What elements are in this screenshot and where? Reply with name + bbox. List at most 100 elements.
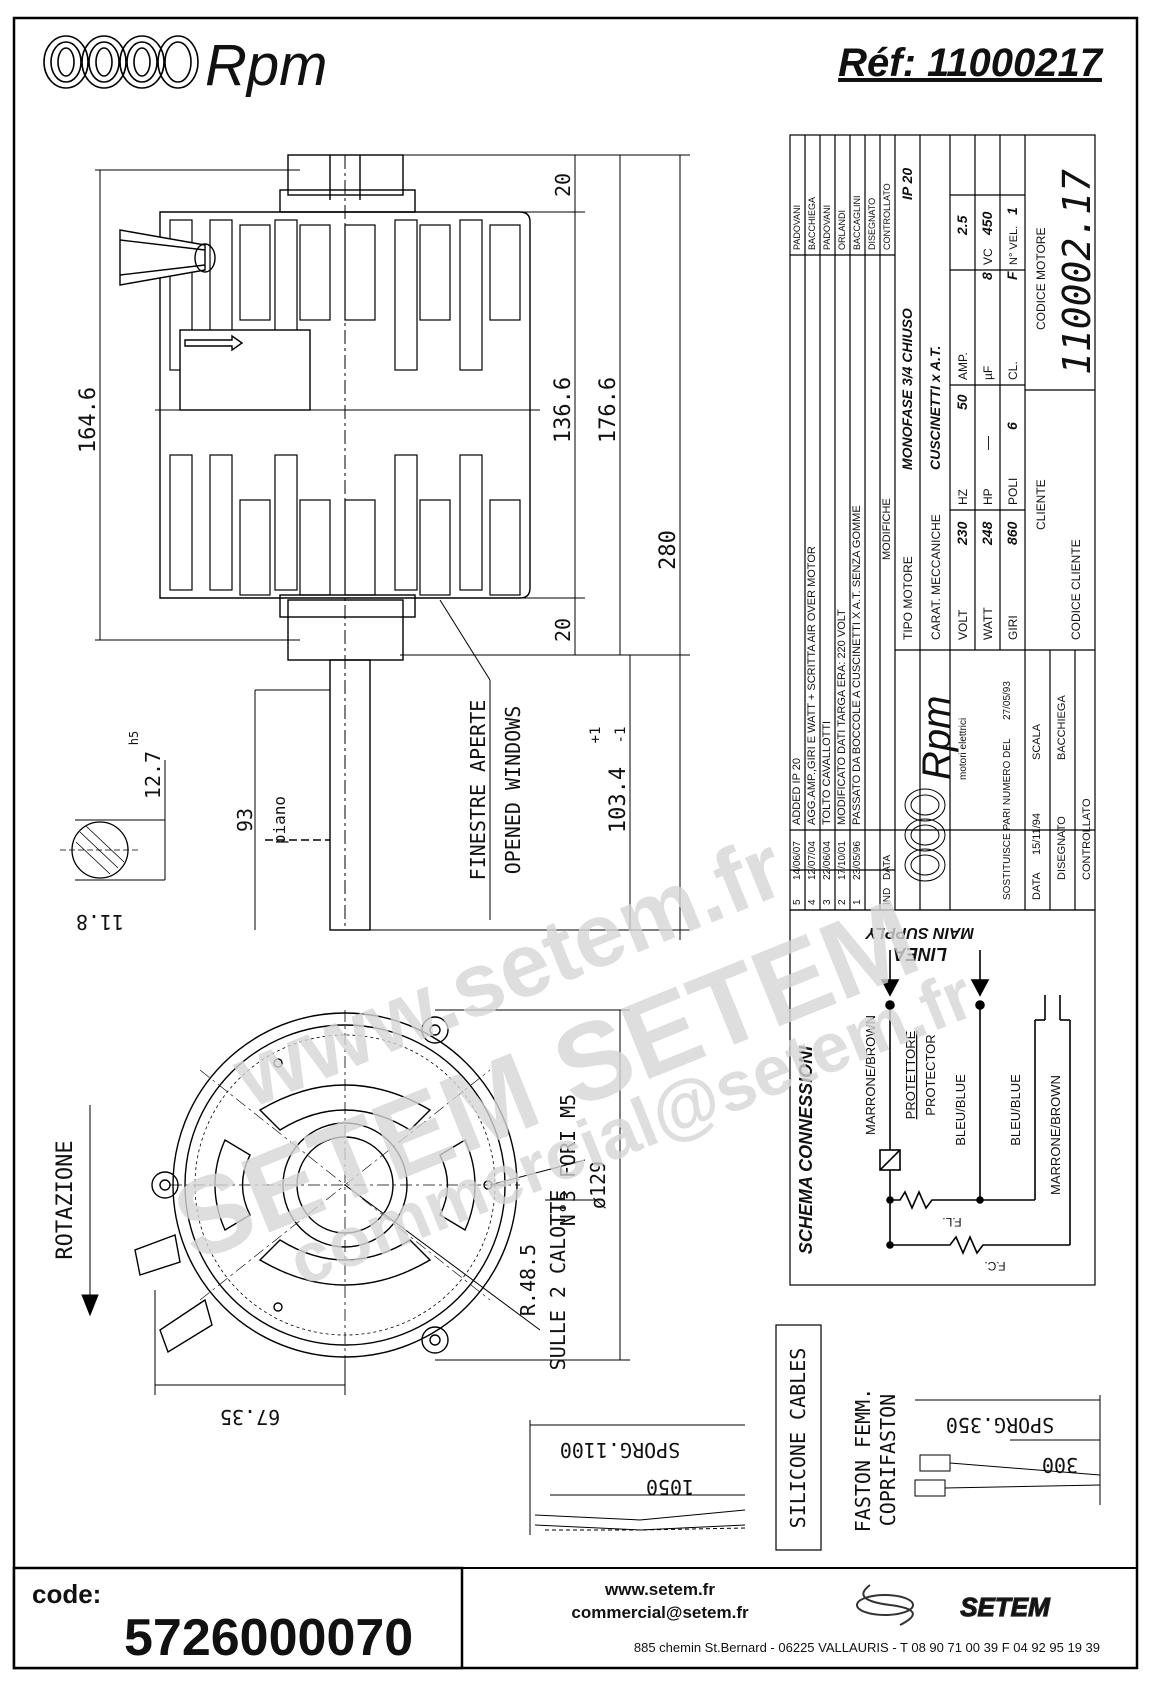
- dim-diameter-129: ø129: [586, 1161, 610, 1209]
- disegnato-label: DISEGNATO: [1056, 816, 1068, 880]
- rev-who: BACCHIEGA: [807, 197, 817, 250]
- carat-value: CUSCINETTI x A.T.: [927, 346, 943, 470]
- rev-ind: 5: [792, 899, 803, 905]
- watt-label: WATT: [981, 607, 995, 640]
- sostituisce-label: SOSTITUISCE PARI NUMERO DEL: [1002, 738, 1013, 900]
- wire-marrone-brown: MARRONE/BROWN: [863, 1015, 878, 1135]
- title-block: [789, 134, 1096, 911]
- uf-label: µF: [981, 366, 995, 380]
- silicone-label: SILICONE CABLES: [786, 1348, 810, 1529]
- rev-text: MODIFICATO DATI TARGA ERA: 220 VOLT: [836, 609, 848, 825]
- watermark: www.setem.fr SETEM SETEM commercial@sete…: [157, 817, 984, 1301]
- windows-note-en: OPENED WINDOWS: [501, 706, 525, 875]
- data-label: DATA: [1031, 872, 1043, 900]
- dim-20-bottom: 20: [551, 618, 575, 642]
- rev-header-changes: MODIFICHE: [881, 498, 893, 560]
- ip-value: IP 20: [899, 168, 915, 200]
- cable-detail-long: [529, 1420, 746, 1535]
- rev-ind: 4: [807, 899, 818, 905]
- mounting-hole-icon: [421, 1326, 449, 1354]
- tolerance-plus: +1: [588, 727, 604, 744]
- nameplate: [179, 329, 311, 411]
- rev-text: ADDED IP 20: [791, 758, 803, 825]
- dim-93: 93: [233, 808, 257, 832]
- titleblock-brand-sub: motori elettrici: [958, 718, 969, 780]
- dim-280: 280: [656, 530, 681, 570]
- motor-side-view: [119, 154, 540, 931]
- cl-label: CL.: [1006, 361, 1020, 380]
- rev-text: PASSATO DA BOCCOLE A CUSCINETTI X A.T. S…: [851, 505, 863, 825]
- dim-sporg-1100: SPORG.1100: [560, 1438, 680, 1462]
- dim-136-6: 136.6: [551, 377, 576, 443]
- protector-label: PROTECTOR: [923, 1034, 938, 1115]
- holes-note: N°3 FORI M5: [556, 1094, 580, 1226]
- codice-motore-value: 110002.17: [1055, 169, 1099, 375]
- hp-value: —: [979, 436, 995, 450]
- cable-detail-short: [914, 1395, 1101, 1505]
- dim-300: 300: [1042, 1453, 1078, 1477]
- rev-date: 14/06/07: [792, 841, 803, 880]
- dim-176-6: 176.6: [596, 377, 621, 443]
- rev-who: BACCAGLINI: [852, 195, 862, 250]
- code-value: 5726000070: [124, 1609, 413, 1667]
- reference-number: Réf: 11000217: [838, 41, 1104, 85]
- cliente-label: CLIENTE: [1034, 479, 1048, 530]
- side-dimensions: [75, 154, 690, 940]
- controllato-label: CONTROLLATO: [1081, 798, 1093, 880]
- protettore-label: PROTETTORE: [903, 1030, 918, 1119]
- front-dimensions: [81, 1009, 630, 1395]
- code-box: [12, 1566, 464, 1670]
- uf-value: 8: [979, 272, 995, 280]
- tipo-label: TIPO MOTORE: [901, 556, 915, 640]
- rev-text: AGG.AMP.,GIRI E WATT + SCRITTA AIR OVER …: [806, 546, 818, 825]
- airflow-arrow-icon: [184, 334, 244, 352]
- vc-label: VC: [981, 248, 995, 265]
- footer-email: commercial@setem.fr: [571, 1603, 749, 1622]
- tolerance-h5: h5: [127, 731, 141, 745]
- data-value: 15/11/94: [1031, 813, 1043, 855]
- rev-who: PADOVANI: [792, 205, 802, 250]
- rev-who: ORLANDI: [837, 210, 847, 250]
- disegnato-value: BACCHIEGA: [1056, 695, 1068, 760]
- rev-header-ind: IND: [882, 888, 893, 905]
- amp-value: 2.5: [954, 215, 970, 236]
- linea-label: LINEA: [893, 944, 947, 964]
- dim-12-7: 12.7: [141, 751, 165, 799]
- rev-date: 12/07/04: [807, 841, 818, 880]
- volt-value: 230: [954, 521, 970, 546]
- silicone-box: [775, 1324, 822, 1551]
- resistor-fl-icon: [890, 1190, 980, 1210]
- cl-value: F: [1004, 271, 1020, 280]
- poli-label: POLI: [1006, 478, 1020, 505]
- giri-label: GIRI: [1006, 615, 1020, 640]
- poli-value: 6: [1004, 422, 1020, 430]
- carat-label: CARAT. MECCANICHE: [929, 514, 943, 640]
- dim-r48-5: R.48.5: [516, 1244, 540, 1316]
- flat-label: piano: [270, 796, 289, 844]
- tipo-value: MONOFASE 3/4 CHIUSO: [899, 308, 915, 470]
- cable-gland: [119, 229, 206, 286]
- titleblock-brand: Rpm: [915, 696, 959, 780]
- wire-bleu-2: BLEU/BLUE: [1008, 1074, 1023, 1146]
- volt-label: VOLT: [956, 609, 970, 640]
- shaft: [329, 659, 371, 931]
- nvel-label: N° VEL.: [1008, 226, 1020, 265]
- rev-date: 22/06/04: [822, 841, 833, 880]
- resistor-fc-icon: [890, 1235, 1070, 1255]
- footer-address: 885 chemin St.Bernard - 06225 VALLAURIS …: [634, 1640, 1100, 1655]
- tolerance-minus: -1: [613, 727, 629, 744]
- calotte-note: SULLE 2 CALOTTE: [546, 1190, 570, 1371]
- main-supply-label: MAIN SUPPLY: [865, 924, 974, 941]
- footer-web: www.setem.fr: [604, 1580, 715, 1599]
- mounting-hole-icon: [421, 1016, 449, 1044]
- sheet-border: [12, 16, 1139, 1670]
- dim-164-6: 164.6: [76, 387, 101, 453]
- shaft-section: [60, 821, 140, 879]
- fc-label: F.C.: [984, 1259, 1005, 1273]
- vc-value: 450: [979, 211, 995, 236]
- code-label: code:: [32, 1579, 101, 1609]
- rev-ind: 2: [837, 899, 848, 905]
- coil-logo-icon: [43, 35, 199, 89]
- motor-front-view: [134, 1010, 520, 1360]
